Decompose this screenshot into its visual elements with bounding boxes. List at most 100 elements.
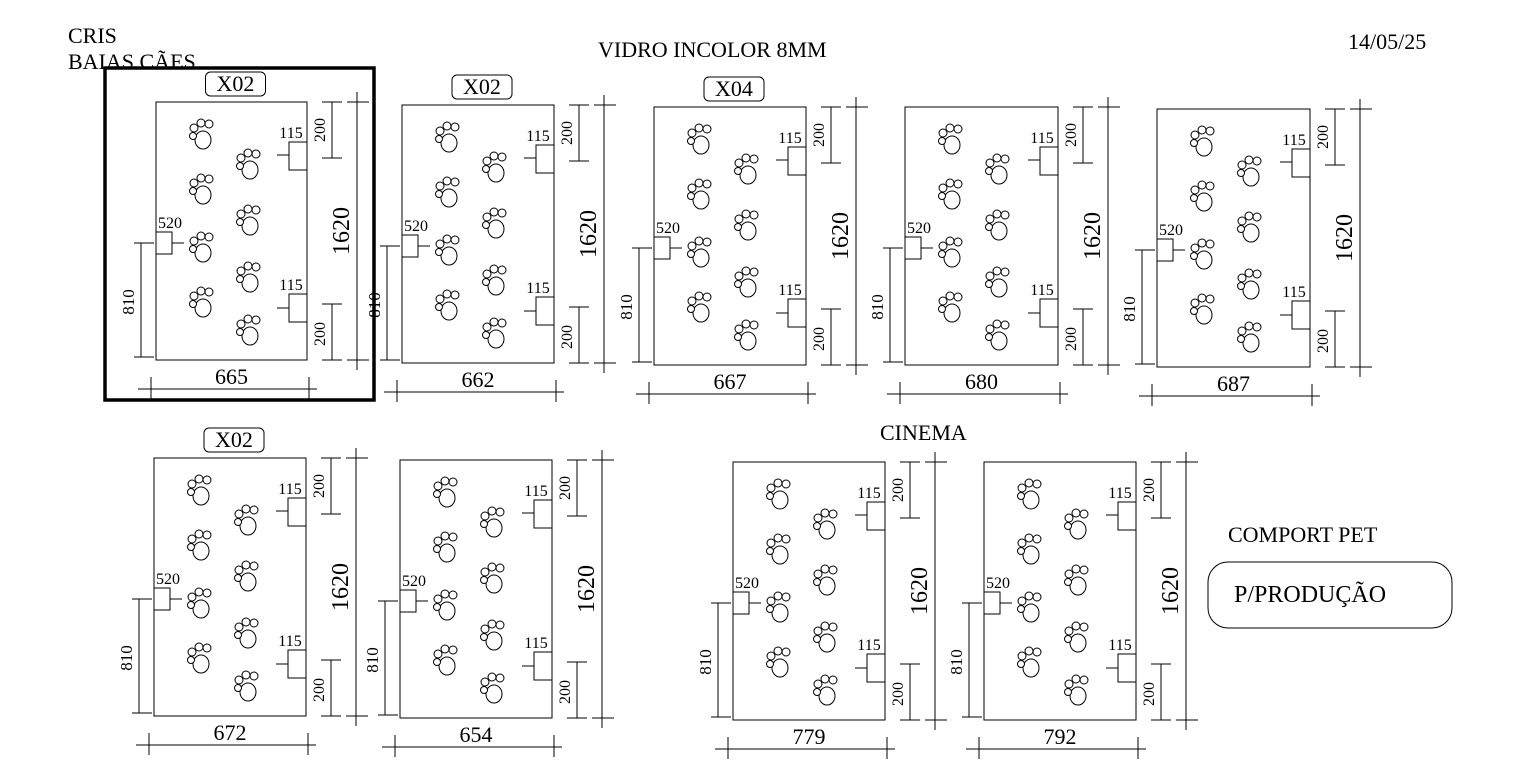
paw-toe [945,236,955,246]
paw-print-icon [187,587,212,619]
paw-toe [435,239,445,249]
paw-toe [766,492,774,500]
paw-print-icon [1017,478,1042,510]
glass-panel[interactable] [399,459,553,719]
paw-toe [985,324,995,334]
paw-print-icon [234,560,259,592]
paw-toe [450,122,460,132]
handle-cutout [653,236,671,260]
paw-toe [938,128,948,138]
glass-panel[interactable] [153,457,307,717]
paw-toe [1197,238,1207,248]
handle-height-label: 810 [947,649,966,675]
glass-panel[interactable] [983,461,1137,721]
paw-toe [1079,509,1089,519]
hinge-cutout-bottom [533,651,553,681]
paw-toe [938,250,946,258]
paw-toe [480,677,490,687]
paw-toe [187,543,195,551]
paw-toe [938,305,946,313]
paw-print-icon [938,123,963,155]
paw-pad [1195,192,1213,212]
hinge-width-label: 115 [279,125,302,142]
paw-toe [194,474,204,484]
quantity-label: X04 [715,76,753,101]
paw-toe [433,490,441,498]
hinge-width-label: 115 [857,485,880,502]
paw-toe [1017,492,1025,500]
paw-toe [828,509,838,519]
paw-pad [739,278,757,298]
paw-print-icon [236,314,261,346]
paw-pad [239,516,257,536]
paw-pad [485,574,503,594]
paw-pad [241,326,259,346]
paw-pad [438,543,456,563]
paw-pad [438,488,456,508]
hinge-cutout-bottom [787,298,807,328]
paw-print-icon [234,617,259,649]
glass-panel[interactable] [904,106,1059,366]
paw-pad [1242,333,1260,353]
paw-toe [1244,268,1254,278]
paw-print-icon [482,317,507,349]
paw-print-icon [766,591,791,623]
glass-panel[interactable] [1156,108,1311,368]
glass-panel[interactable] [401,104,555,364]
paw-toe [938,192,946,200]
glass-panel[interactable] [653,106,807,366]
paw-pad [194,243,212,263]
paw-toe [189,236,199,246]
hinge-cutout-top [288,141,308,171]
paw-toe [450,177,460,187]
quantity-tag [205,71,266,97]
paw-pad [990,331,1008,351]
paw-toe [687,128,697,138]
panel-width-label: 687 [1217,371,1250,396]
paw-toe [194,642,204,652]
paw-toe [487,672,497,682]
paw-toe [992,319,1002,329]
paw-toe [433,603,441,611]
handle-cutout [153,587,171,611]
glass-panel[interactable] [732,461,886,721]
paw-print-icon [480,506,505,538]
hinge-offset-label: 200 [811,123,828,147]
paw-print-icon [1017,591,1042,623]
paw-print-icon [1064,508,1089,540]
paw-toe [482,322,492,332]
paw-toe [1205,294,1215,304]
paw-toe [234,574,242,582]
paw-toe [734,271,744,281]
paw-toe [440,589,450,599]
quantity-label: X02 [215,427,253,452]
paw-toe [702,237,712,247]
paw-pad [990,278,1008,298]
paw-toe [749,320,759,330]
paw-print-icon [766,646,791,678]
hinge-width-label: 115 [526,280,549,297]
paw-toe [495,507,505,517]
paw-print-icon [687,236,712,268]
paw-pad [241,216,259,236]
paw-pad [438,656,456,676]
paw-toe [435,190,443,198]
paw-toe [813,679,823,689]
paw-toe [480,624,490,634]
paw-pad [194,130,212,150]
glass-panel[interactable] [155,101,308,361]
paw-toe [489,207,499,217]
paw-toe [204,119,214,129]
paw-print-icon [435,289,460,321]
paw-toe [249,671,259,681]
paw-toe [938,296,948,306]
